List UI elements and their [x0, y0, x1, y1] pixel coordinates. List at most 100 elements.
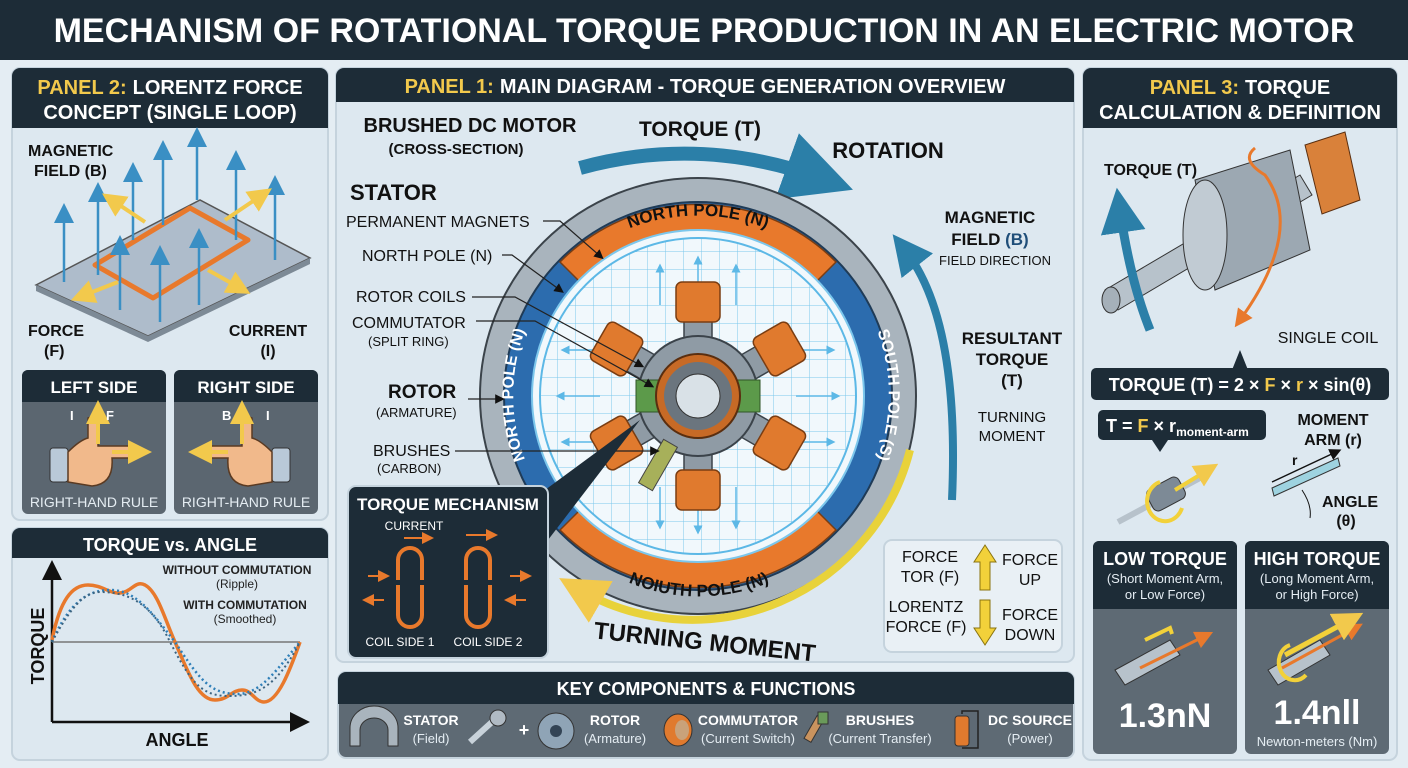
magnetic-field-label-2: FIELD (B)	[951, 230, 1028, 249]
resultant-torque-label: RESULTANT	[962, 329, 1063, 348]
dc-source-component-name: DC SOURCE	[988, 712, 1072, 728]
rotor-component-name: ROTOR	[590, 712, 640, 728]
carbon-label: (CARBON)	[377, 461, 441, 476]
force-up-label: FORCE	[1002, 552, 1058, 569]
panel-3-title-line2: CALCULATION & DEFINITION	[1099, 102, 1381, 124]
low-torque-sub1: (Short Moment Arm,	[1107, 571, 1223, 586]
force-arrows	[70, 188, 272, 303]
commutator-label: COMMUTATOR	[352, 315, 466, 332]
right-side-box: RIGHT SIDE B I RIGHT-HAND RULE	[174, 370, 318, 514]
plus-sign: +	[519, 720, 530, 740]
force-down-arrow	[973, 599, 997, 646]
left-side-title: LEFT SIDE	[51, 378, 138, 397]
torque-mechanism-title: TORQUE MECHANISM	[357, 495, 539, 514]
high-torque-value: 1.4nll	[1274, 694, 1361, 732]
b-label: B	[222, 408, 231, 423]
low-torque-sub2: or Low Force)	[1125, 587, 1205, 602]
key-components-title: KEY COMPONENTS & FUNCTIONS	[557, 679, 856, 699]
torque-mechanism-inset: TORQUE MECHANISM CURRENT COIL SIDE 1 COI…	[347, 420, 640, 659]
rotor-illustration	[1100, 131, 1361, 332]
panel-1-title: PANEL 1:MAIN DIAGRAM - TORQUE GENERATION…	[405, 76, 1006, 98]
panel-1: PANEL 1:MAIN DIAGRAM - TORQUE GENERATION…	[335, 67, 1075, 668]
moment-arm-formula: T = F × rmoment-arm	[1106, 416, 1249, 439]
r-label: r	[1292, 452, 1298, 468]
permanent-magnets-label: PERMANENT MAGNETS	[346, 214, 530, 231]
torque-arrow	[1100, 187, 1155, 332]
stator-component-desc: (Field)	[413, 731, 450, 746]
single-coil-label: SINGLE COIL	[1278, 330, 1379, 347]
torque-label: TORQUE (T)	[639, 118, 761, 141]
rotor-label: ROTOR	[388, 382, 457, 403]
torque-curve-dotted-blue	[50, 588, 301, 696]
force-label: FORCE	[28, 323, 84, 340]
smoothed-label: (Smoothed)	[214, 612, 277, 626]
panel-2-header	[12, 68, 328, 128]
y-axis-label: TORQUE	[28, 608, 48, 685]
formula-2-box	[1098, 410, 1266, 440]
torque-curve-without-commutation	[50, 582, 302, 704]
force-down-label-2: DOWN	[1005, 627, 1056, 644]
brushes-component-name: BRUSHES	[846, 712, 914, 728]
motor-subtitle: (CROSS-SECTION)	[389, 141, 524, 158]
rotation-label: ROTATION	[832, 138, 944, 163]
small-rotor-icon	[1116, 463, 1219, 525]
rotor	[589, 281, 807, 511]
brushes-label: BRUSHES	[373, 443, 450, 460]
brush-carbon	[637, 438, 679, 492]
high-torque-card: HIGH TORQUE (Long Moment Arm, or High Fo…	[1245, 541, 1389, 754]
resultant-torque-label-3: (T)	[1001, 371, 1023, 390]
magnetic-field-label: MAGNETIC	[28, 143, 114, 160]
brushes-component-desc: (Current Transfer)	[828, 731, 931, 746]
commutator-component-desc: (Current Switch)	[701, 731, 795, 746]
torque-angle-panel: TORQUE vs. ANGLE TORQUE ANGLE WITHOUT CO…	[11, 527, 329, 761]
rotor-icon	[467, 709, 575, 750]
turning-moment-small: TURNING	[978, 409, 1046, 426]
left-side-box: LEFT SIDE F I RIGHT-HAND RULE	[22, 370, 166, 514]
force-tor-label-2: TOR (F)	[901, 569, 959, 586]
i-label: I	[70, 408, 74, 423]
with-commutation-label: WITH COMMUTATION	[183, 598, 307, 612]
i-label: I	[266, 408, 270, 423]
plate-edge	[36, 258, 310, 342]
field-direction-arrow	[892, 234, 958, 501]
force-up-label-2: UP	[1019, 572, 1041, 589]
coil-side-1-label: COIL SIDE 1	[366, 635, 435, 649]
angle-label-2: (θ)	[1336, 513, 1355, 530]
angle-label: ANGLE	[1322, 494, 1378, 511]
high-torque-unit: Newton-meters (Nm)	[1257, 734, 1378, 749]
motor-cross-section: NORTH POLE (N) NOIUTH POLE (N) NORTH POL…	[479, 177, 917, 615]
rotor-coils	[589, 281, 807, 511]
turning-moment-arrow	[559, 449, 914, 624]
armature-label: (ARMATURE)	[376, 405, 457, 420]
torque-curve-with-commutation	[51, 590, 301, 698]
battery-icon	[954, 710, 979, 749]
force-up-arrow	[973, 544, 997, 591]
panel-3: PANEL 3:TORQUE CALCULATION & DEFINITION …	[1082, 67, 1398, 761]
current-label: CURRENT	[229, 323, 307, 340]
low-torque-card: LOW TORQUE (Short Moment Arm, or Low For…	[1093, 541, 1237, 754]
panel-2-title-line1: PANEL 2:LORENTZ FORCE	[37, 77, 302, 99]
lorentz-label: LORENTZ	[889, 599, 964, 616]
torque-label: TORQUE (T)	[1104, 162, 1197, 179]
panel-2: PANEL 2:LORENTZ FORCE CONCEPT (SINGLE LO…	[11, 67, 329, 521]
panel-2-title-line2: CONCEPT (SINGLE LOOP)	[43, 102, 296, 124]
rotor-coils-label: ROTOR COILS	[356, 289, 466, 306]
torque-angle-title: TORQUE vs. ANGLE	[83, 535, 257, 555]
moment-arm-label-2: ARM (r)	[1304, 432, 1362, 449]
split-ring-label: (SPLIT RING)	[368, 334, 449, 349]
force-tor-label: FORCE	[902, 549, 958, 566]
low-torque-title: LOW TORQUE	[1103, 549, 1227, 569]
f-label: F	[106, 408, 114, 423]
force-label-2: (F)	[44, 343, 64, 360]
moment-arm-diagram	[1271, 449, 1342, 519]
magnetic-field-label: MAGNETIC	[945, 208, 1036, 227]
stator-label: STATOR	[350, 180, 437, 205]
force-down-label: FORCE	[1002, 607, 1058, 624]
moment-arm-label: MOMENT	[1297, 412, 1368, 429]
x-axis-label: ANGLE	[146, 730, 209, 750]
current-loop	[92, 205, 251, 301]
force-legend: FORCE TOR (F) LORENTZ FORCE (F) FORCE UP…	[883, 539, 1063, 653]
brushes-icon	[803, 711, 829, 743]
left-caption: RIGHT-HAND RULE	[30, 494, 158, 510]
formula-box	[1091, 368, 1389, 400]
